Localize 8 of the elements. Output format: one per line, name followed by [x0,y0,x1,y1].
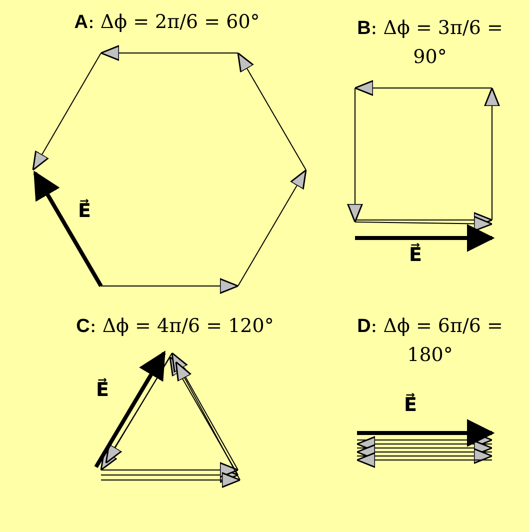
vector-symbol: E⃗ [409,244,422,266]
panel-heading: C: Δϕ = 4π/6 = 120° [75,314,275,339]
vector-symbol: E⃗ [404,394,417,416]
vector-symbol: E⃗ [78,200,91,222]
panel-heading: D: Δϕ = 6π/6 = 180° [356,314,504,368]
panel-heading: A: Δϕ = 2π/6 = 60° [73,10,261,35]
vector-symbol: E⃗ [96,379,109,401]
panel-heading: B: Δϕ = 3π/6 = 90° [356,16,504,70]
